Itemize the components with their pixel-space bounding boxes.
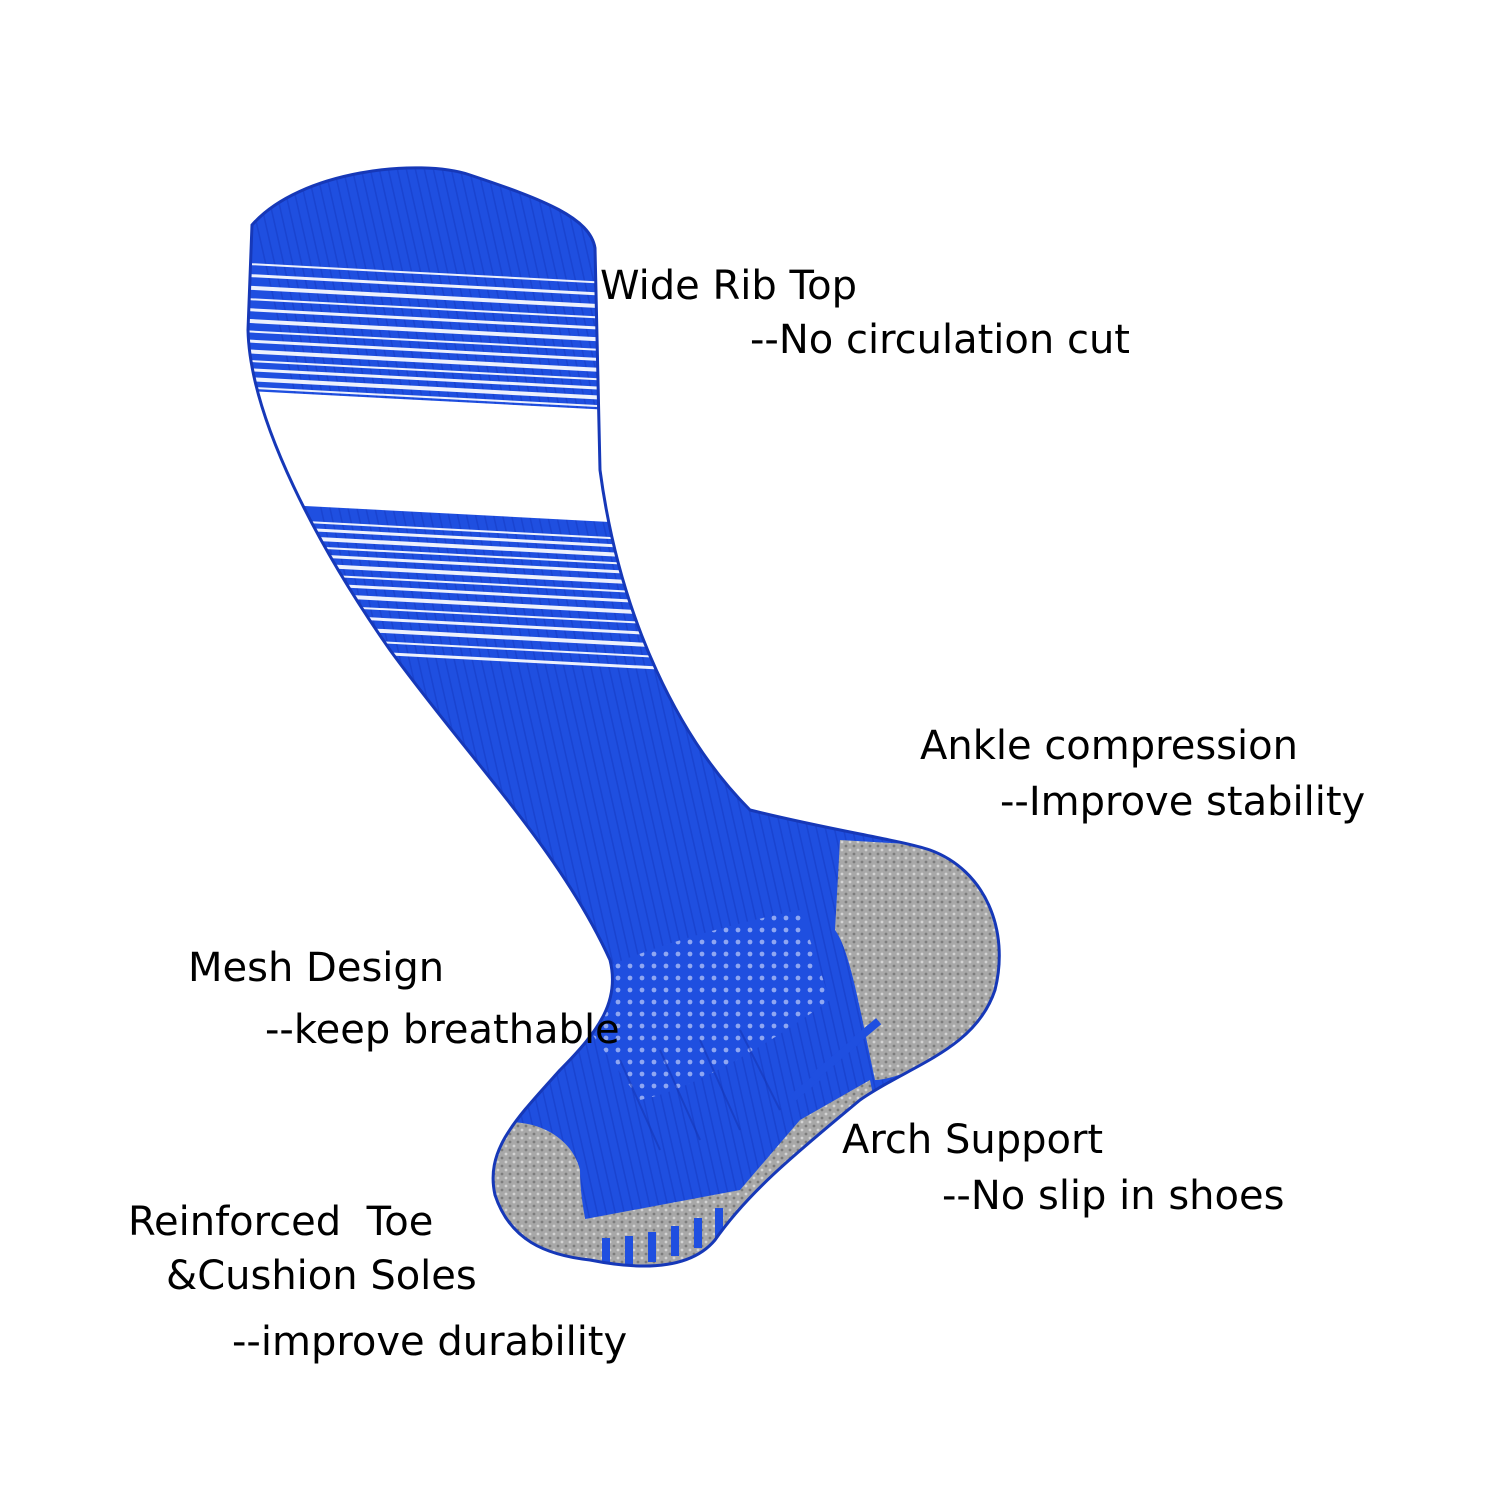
rib-line xyxy=(491,167,753,1266)
mesh-zone xyxy=(560,910,830,1100)
feature-title-toe: Reinforced Toe xyxy=(128,1199,434,1245)
feature-title-ankle: Ankle compression xyxy=(920,723,1298,769)
rib-line xyxy=(473,167,735,1266)
rib-line xyxy=(356,167,618,1266)
feature-title-arch: Arch Support xyxy=(842,1117,1104,1163)
sole-cushion xyxy=(580,1080,880,1266)
thin-stripe xyxy=(248,384,680,412)
rib-line xyxy=(374,167,636,1266)
feature-title-toe-line2: &Cushion Soles xyxy=(166,1253,477,1299)
thin-stripe xyxy=(248,357,680,385)
feature-subtitle-mesh: --keep breathable xyxy=(265,1007,620,1053)
rib-line xyxy=(536,167,798,1266)
thin-stripe xyxy=(248,327,680,356)
feature-subtitle-arch: --No slip in shoes xyxy=(942,1173,1285,1219)
rib-line xyxy=(437,167,699,1266)
thin-stripe xyxy=(248,305,680,334)
rib-line xyxy=(419,167,681,1266)
feature-subtitle-rib-top: --No circulation cut xyxy=(750,317,1130,363)
thin-stripe xyxy=(248,337,680,366)
thin-stripe xyxy=(248,374,680,404)
rib-line xyxy=(482,167,744,1266)
thin-stripe xyxy=(248,316,680,346)
rib-line xyxy=(365,167,627,1266)
rib-line xyxy=(527,167,789,1266)
rib-line xyxy=(500,167,762,1266)
rib-line xyxy=(455,167,717,1266)
white-band xyxy=(248,388,660,525)
thin-stripe xyxy=(248,522,680,551)
thin-stripe xyxy=(248,260,680,288)
thin-stripe xyxy=(248,283,680,313)
thin-stripe xyxy=(248,365,680,394)
feature-title-mesh: Mesh Design xyxy=(188,945,445,991)
thin-stripe xyxy=(248,295,680,323)
heel-cushion xyxy=(835,840,1000,1080)
rib-line xyxy=(545,167,807,1266)
rib-line xyxy=(509,167,771,1266)
thin-stripe xyxy=(248,346,680,377)
rib-line xyxy=(347,167,609,1266)
rib-line xyxy=(464,167,726,1266)
feature-subtitle-toe: --improve durability xyxy=(232,1319,628,1365)
rib-line xyxy=(428,167,690,1266)
thin-stripe xyxy=(248,515,680,543)
rib-line xyxy=(320,167,582,1266)
rib-line xyxy=(329,167,591,1266)
feature-subtitle-ankle: --Improve stability xyxy=(1000,779,1366,825)
rib-line xyxy=(338,167,600,1266)
sole-blue-marks xyxy=(602,1018,882,1266)
thin-stripe xyxy=(248,271,680,300)
foot-rib-lines xyxy=(619,1029,781,1151)
rib-line xyxy=(518,167,780,1266)
rib-line xyxy=(446,167,708,1266)
feature-title-rib-top: Wide Rib Top xyxy=(600,263,858,309)
